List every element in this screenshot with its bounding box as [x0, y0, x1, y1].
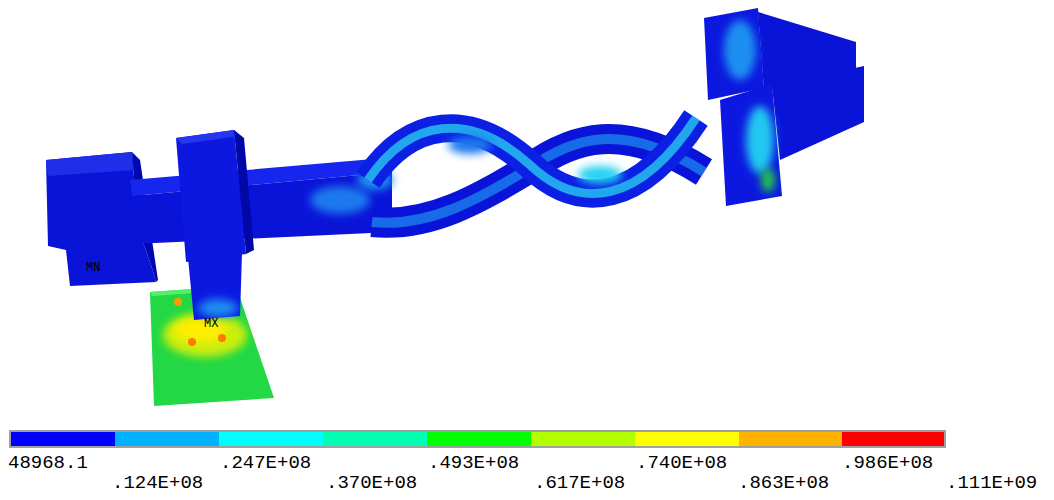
- main-beam: [130, 158, 393, 244]
- scale-value: .493E+08: [428, 454, 519, 473]
- base-plate: [150, 286, 274, 406]
- scale-value: .863E+08: [738, 474, 829, 493]
- column: [188, 252, 242, 320]
- scale-value: .247E+08: [220, 454, 311, 473]
- max-marker: MX: [204, 318, 218, 330]
- twisted-strips: [368, 118, 704, 223]
- min-marker: MN: [86, 262, 100, 274]
- scale-value: .370E+08: [326, 474, 417, 493]
- scale-value: .986E+08: [842, 454, 933, 473]
- scale-value: .111E+09: [946, 474, 1037, 493]
- color-bar: [9, 430, 946, 448]
- scale-value: .740E+08: [636, 454, 727, 473]
- scale-value: 48968.1: [8, 454, 88, 473]
- cross-block: [176, 130, 254, 262]
- scale-value: .124E+08: [112, 474, 203, 493]
- scale-value: .617E+08: [534, 474, 625, 493]
- right-brackets: [704, 8, 864, 206]
